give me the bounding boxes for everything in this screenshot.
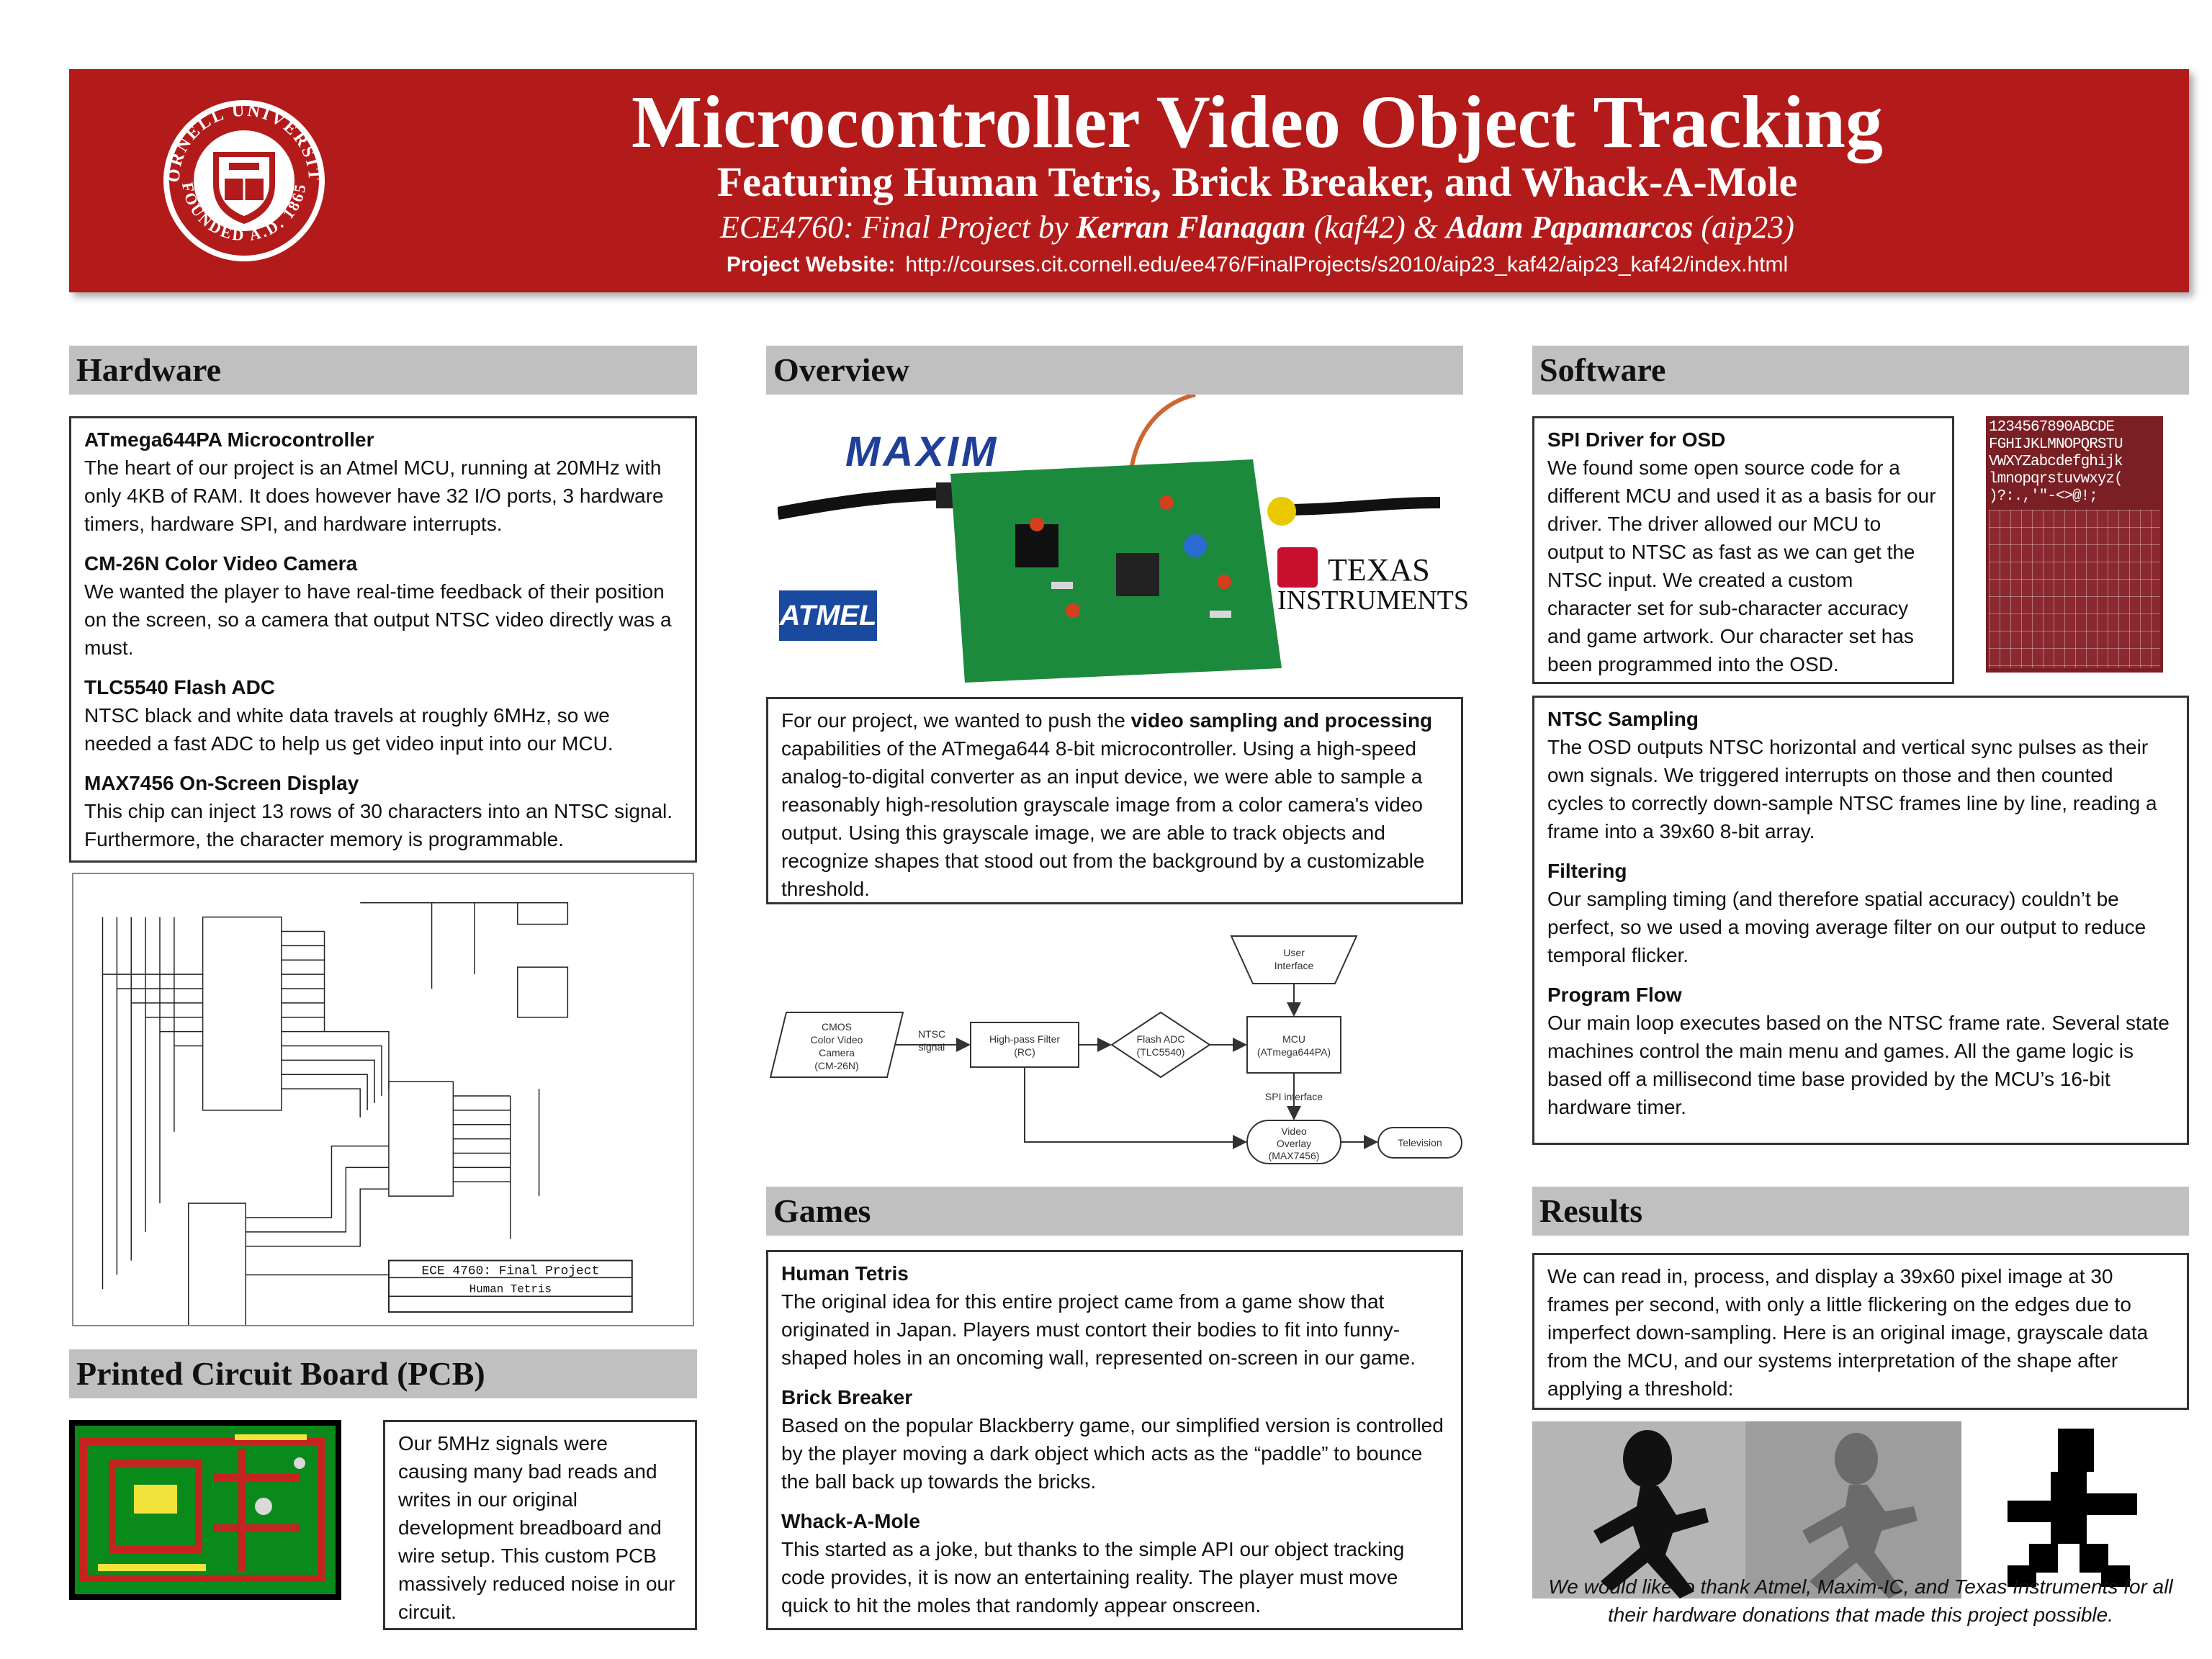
adc-node [1110,1011,1211,1079]
ti-state-icon [1277,547,1318,588]
svg-text:Television: Television [1398,1137,1442,1148]
osd-character-set-image: 1234567890ABCDE FGHIJKLMNOPQRSTU VWXYZab… [1986,416,2163,673]
overview-box: For our project, we wanted to push the v… [766,697,1463,904]
ui-node [1230,935,1358,984]
byline: ECE4760: Final Project by Kerran Flanaga… [720,210,1794,245]
hardware-heading: Hardware [69,346,697,395]
ti-logo: TEXAS INSTRUMENTS [1277,547,1469,615]
tv-node [1377,1127,1462,1159]
svg-text:MCU(ATmega644PA): MCU(ATmega644PA) [1257,1033,1331,1058]
threshold-image-figure [2008,1429,2137,1587]
pcb-box: Our 5MHz signals were causing many bad r… [383,1420,697,1630]
atmel-logo: ATMEL [779,590,877,641]
svg-text:High-pass Filter(RC): High-pass Filter(RC) [989,1033,1060,1058]
title-banner: CORNELL UNIVERSITY FOUNDED A.D. 1865 Mic… [69,69,2189,292]
svg-text:SPI interface: SPI interface [1265,1091,1323,1102]
original-image-figure [1593,1430,1709,1599]
cornell-seal-logo: CORNELL UNIVERSITY FOUNDED A.D. 1865 [161,98,325,261]
maxim-logo: MAXIM [845,428,999,475]
schematic-title: ECE 4760: Final Project [422,1264,600,1278]
pcb-text: Our 5MHz signals were causing many bad r… [398,1432,675,1623]
circuit-schematic: ECE 4760: Final Project Human Tetris [72,873,694,1326]
results-heading: Results [1532,1187,2189,1236]
svg-text:Flash ADC(TLC5540): Flash ADC(TLC5540) [1137,1033,1185,1058]
games-heading: Games [766,1187,1463,1236]
camera-node [769,1012,904,1078]
schematic-name: Human Tetris [469,1282,552,1295]
pcb-heading: Printed Circuit Board (PCB) [69,1349,697,1398]
project-website: Project Website:http://courses.cit.corne… [726,253,1789,276]
website-link[interactable]: http://courses.cit.cornell.edu/ee476/Fin… [905,253,1789,276]
mcu-node [1246,1016,1341,1074]
overview-heading: Overview [766,346,1463,395]
software-heading: Software [1532,346,2189,395]
grayscale-image-figure [1802,1433,1917,1599]
poster-title: Microcontroller Video Object Tracking [631,81,1883,163]
circuit-board-photo [778,395,1440,683]
results-text: We can read in, process, and display a 3… [1547,1265,2149,1400]
pcb-layout-image [69,1420,341,1600]
poster-subtitle: Featuring Human Tetris, Brick Breaker, a… [716,158,1798,205]
results-images [1532,1421,2189,1599]
filter-node [970,1022,1079,1068]
results-box: We can read in, process, and display a 3… [1532,1253,2189,1410]
thanks-caption: We would like to thank Atmel, Maxim-IC, … [1548,1575,2173,1626]
overview-text: For our project, we wanted to push the v… [781,709,1433,900]
